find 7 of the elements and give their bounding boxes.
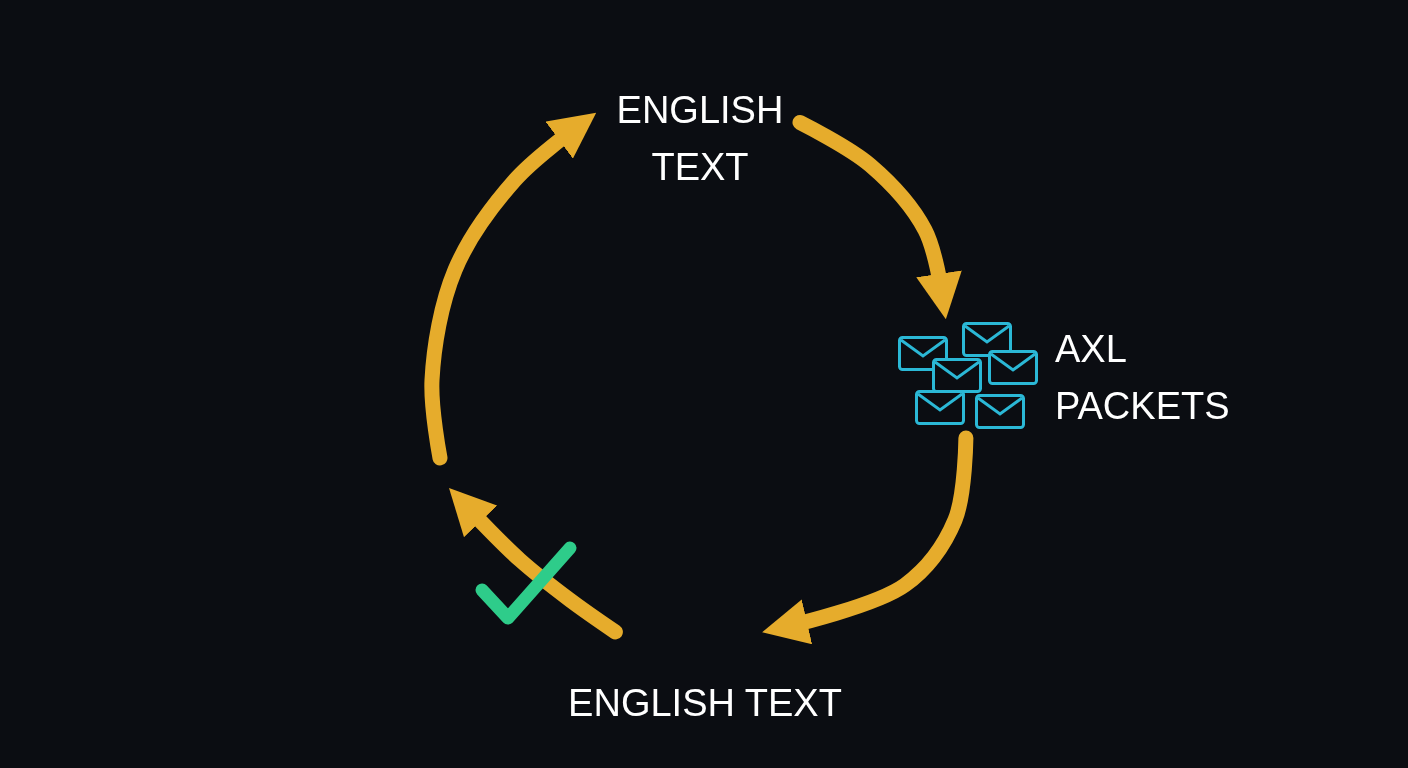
node-label: ENGLISH TEXT — [615, 88, 785, 190]
arrow — [449, 488, 623, 640]
arrow — [762, 430, 974, 645]
node-label: AXL PACKETS — [1055, 327, 1231, 429]
arrow — [792, 115, 962, 320]
arrow — [424, 112, 597, 466]
node-label: ENGLISH TEXT — [567, 681, 843, 726]
